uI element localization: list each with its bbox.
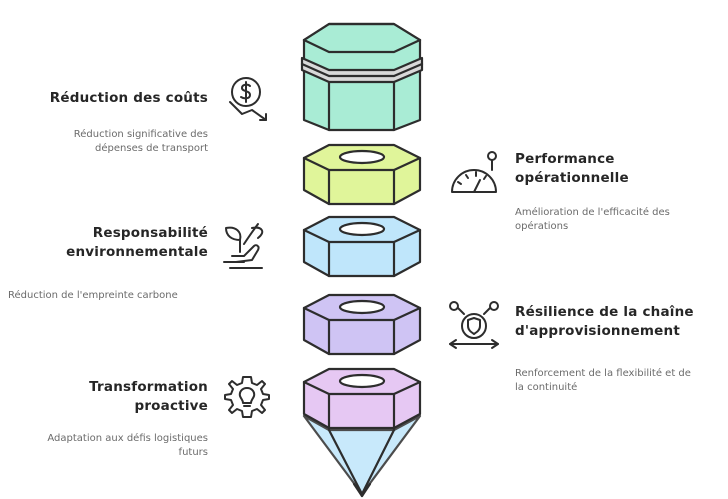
shield-network-icon <box>446 300 502 352</box>
item-4-title: Résilience de la chaîne d'approvisionnem… <box>515 304 694 339</box>
item-1-title: Réduction des coûts <box>49 90 208 106</box>
segment-4 <box>302 367 422 430</box>
stacked-pencil-graphic <box>300 22 424 498</box>
segment-2 <box>302 215 422 278</box>
item-4-description: Renforcement de la flexibilité et de la … <box>515 368 691 393</box>
item-2-description: Amélioration de l'efficacité des opérati… <box>515 207 670 232</box>
item-5-title: Transformation proactive <box>89 379 208 414</box>
dollar-down-icon <box>222 72 272 122</box>
item-2-title: Performance opérationnelle <box>515 151 629 186</box>
lightbulb-gear-icon <box>222 374 272 424</box>
item-5-description: Adaptation aux défis logistiques futurs <box>47 433 208 458</box>
pencil-tip <box>302 414 422 498</box>
speedometer-icon <box>446 148 502 198</box>
leaf-hand-icon <box>222 222 274 274</box>
item-3-title: Responsabilité environnementale <box>66 225 208 260</box>
item-3-description: Réduction de l'empreinte carbone <box>8 290 178 301</box>
segment-1 <box>302 143 422 206</box>
segment-3 <box>302 293 422 356</box>
item-1-description: Réduction significative des dépenses de … <box>73 129 208 154</box>
eraser-cap <box>300 22 424 132</box>
